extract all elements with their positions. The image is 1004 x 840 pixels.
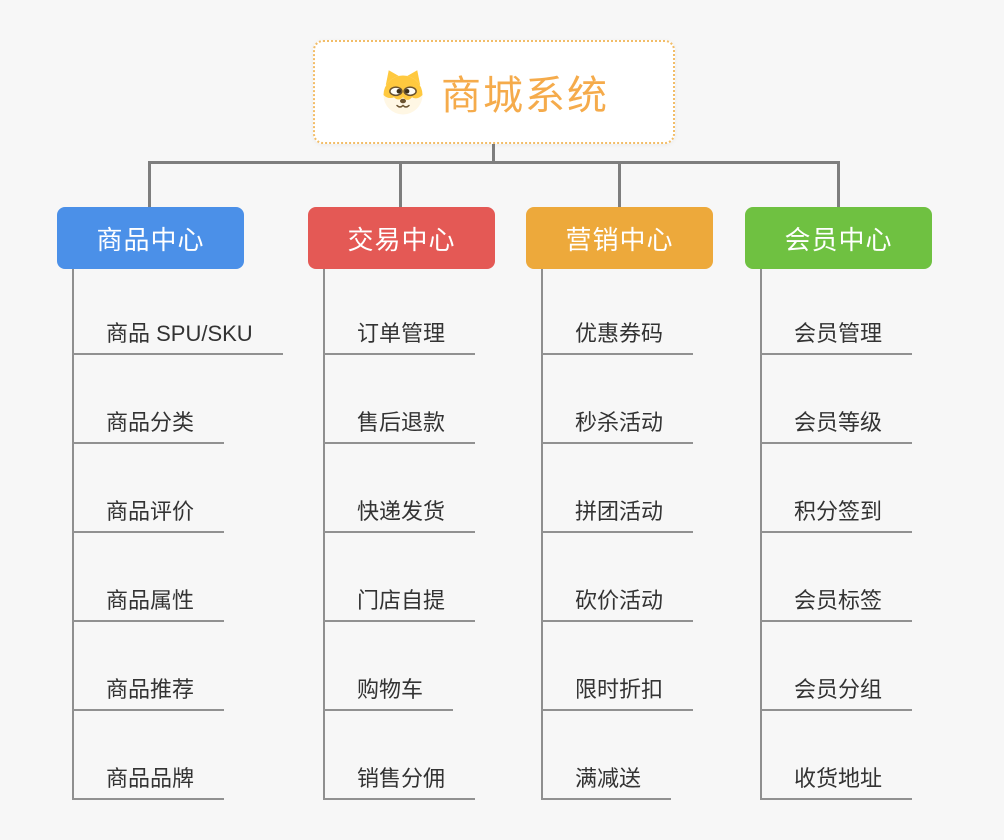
branch-drop-connector: [618, 161, 621, 208]
branch-node-marketing-center[interactable]: 营销中心: [526, 207, 713, 269]
leaf-node[interactable]: 商品品牌: [72, 756, 225, 800]
root-node[interactable]: 商城系统: [313, 40, 675, 144]
leaf-node[interactable]: 门店自提: [323, 578, 476, 622]
leaf-node[interactable]: 限时折扣: [541, 667, 694, 711]
leaf-node[interactable]: 售后退款: [323, 400, 476, 444]
branch-spine-connector: [541, 269, 543, 800]
leaf-node[interactable]: 快递发货: [323, 489, 476, 533]
leaf-node[interactable]: 商品 SPU/SKU: [72, 311, 283, 355]
leaf-node[interactable]: 会员分组: [760, 667, 913, 711]
branch-spine-connector: [72, 269, 74, 800]
leaf-node[interactable]: 商品评价: [72, 489, 225, 533]
leaf-node[interactable]: 商品推荐: [72, 667, 225, 711]
leaf-node[interactable]: 会员管理: [760, 311, 913, 355]
root-node-label: 商城系统: [441, 74, 609, 118]
leaf-node[interactable]: 优惠券码: [541, 311, 694, 355]
leaf-node[interactable]: 收货地址: [760, 756, 913, 800]
leaf-node[interactable]: 会员等级: [760, 400, 913, 444]
leaf-node[interactable]: 订单管理: [323, 311, 476, 355]
branch-node-label: 会员中心: [784, 224, 893, 255]
branch-node-trade-center[interactable]: 交易中心: [308, 207, 495, 269]
leaf-node[interactable]: 砍价活动: [541, 578, 694, 622]
branch-node-label: 营销中心: [565, 224, 674, 255]
branch-spine-connector: [760, 269, 762, 800]
branch-node-product-center[interactable]: 商品中心: [57, 207, 244, 269]
leaf-node[interactable]: 销售分佣: [323, 756, 476, 800]
branch-spine-connector: [323, 269, 325, 800]
branch-drop-connector: [837, 161, 840, 208]
leaf-node[interactable]: 购物车: [323, 667, 454, 711]
leaf-node[interactable]: 商品分类: [72, 400, 225, 444]
leaf-node[interactable]: 积分签到: [760, 489, 913, 533]
dog-face-icon: [383, 70, 423, 115]
leaf-node[interactable]: 商品属性: [72, 578, 225, 622]
branch-node-member-center[interactable]: 会员中心: [745, 207, 932, 269]
root-trunk-connector: [492, 143, 495, 163]
leaf-node[interactable]: 拼团活动: [541, 489, 694, 533]
leaf-node[interactable]: 会员标签: [760, 578, 913, 622]
branch-node-label: 交易中心: [347, 224, 456, 255]
leaf-node[interactable]: 满减送: [541, 756, 672, 800]
branch-node-label: 商品中心: [96, 224, 205, 255]
branch-bus-connector: [148, 161, 840, 164]
branch-drop-connector: [399, 161, 402, 208]
leaf-node[interactable]: 秒杀活动: [541, 400, 694, 444]
branch-drop-connector: [148, 161, 151, 208]
